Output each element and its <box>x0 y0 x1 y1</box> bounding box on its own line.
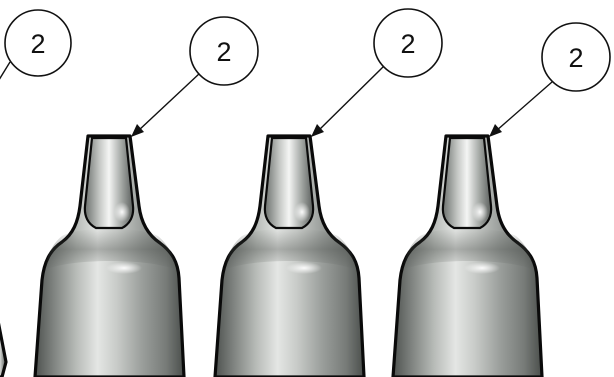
arrowhead-2 <box>311 124 324 137</box>
balloon-label-1: 2 <box>216 37 231 67</box>
leader-line-1 <box>137 72 201 132</box>
callout-balloon-3: 2 <box>489 22 611 137</box>
balloon-label-0: 2 <box>30 29 45 59</box>
balloon-label-2: 2 <box>400 29 415 59</box>
leader-line-3 <box>495 81 553 132</box>
balloon-circle-3 <box>541 22 611 92</box>
callout-balloon-0: 2 <box>0 9 72 80</box>
arrowhead-3 <box>489 124 502 137</box>
nozzle-2 <box>213 134 366 377</box>
leader-line-2 <box>317 65 385 132</box>
balloon-circle-2 <box>373 8 443 78</box>
nozzle-1 <box>33 134 186 377</box>
nozzle-partial <box>0 322 8 377</box>
balloon-label-3: 2 <box>568 43 583 73</box>
nozzle-3 <box>391 134 544 377</box>
balloon-circle-1 <box>189 16 259 86</box>
callout-balloon-1: 2 <box>131 16 259 137</box>
leader-line-0 <box>0 61 11 80</box>
balloon-circle-0 <box>4 9 72 77</box>
callout-balloon-2: 2 <box>311 8 443 137</box>
arrowhead-1 <box>131 124 144 137</box>
